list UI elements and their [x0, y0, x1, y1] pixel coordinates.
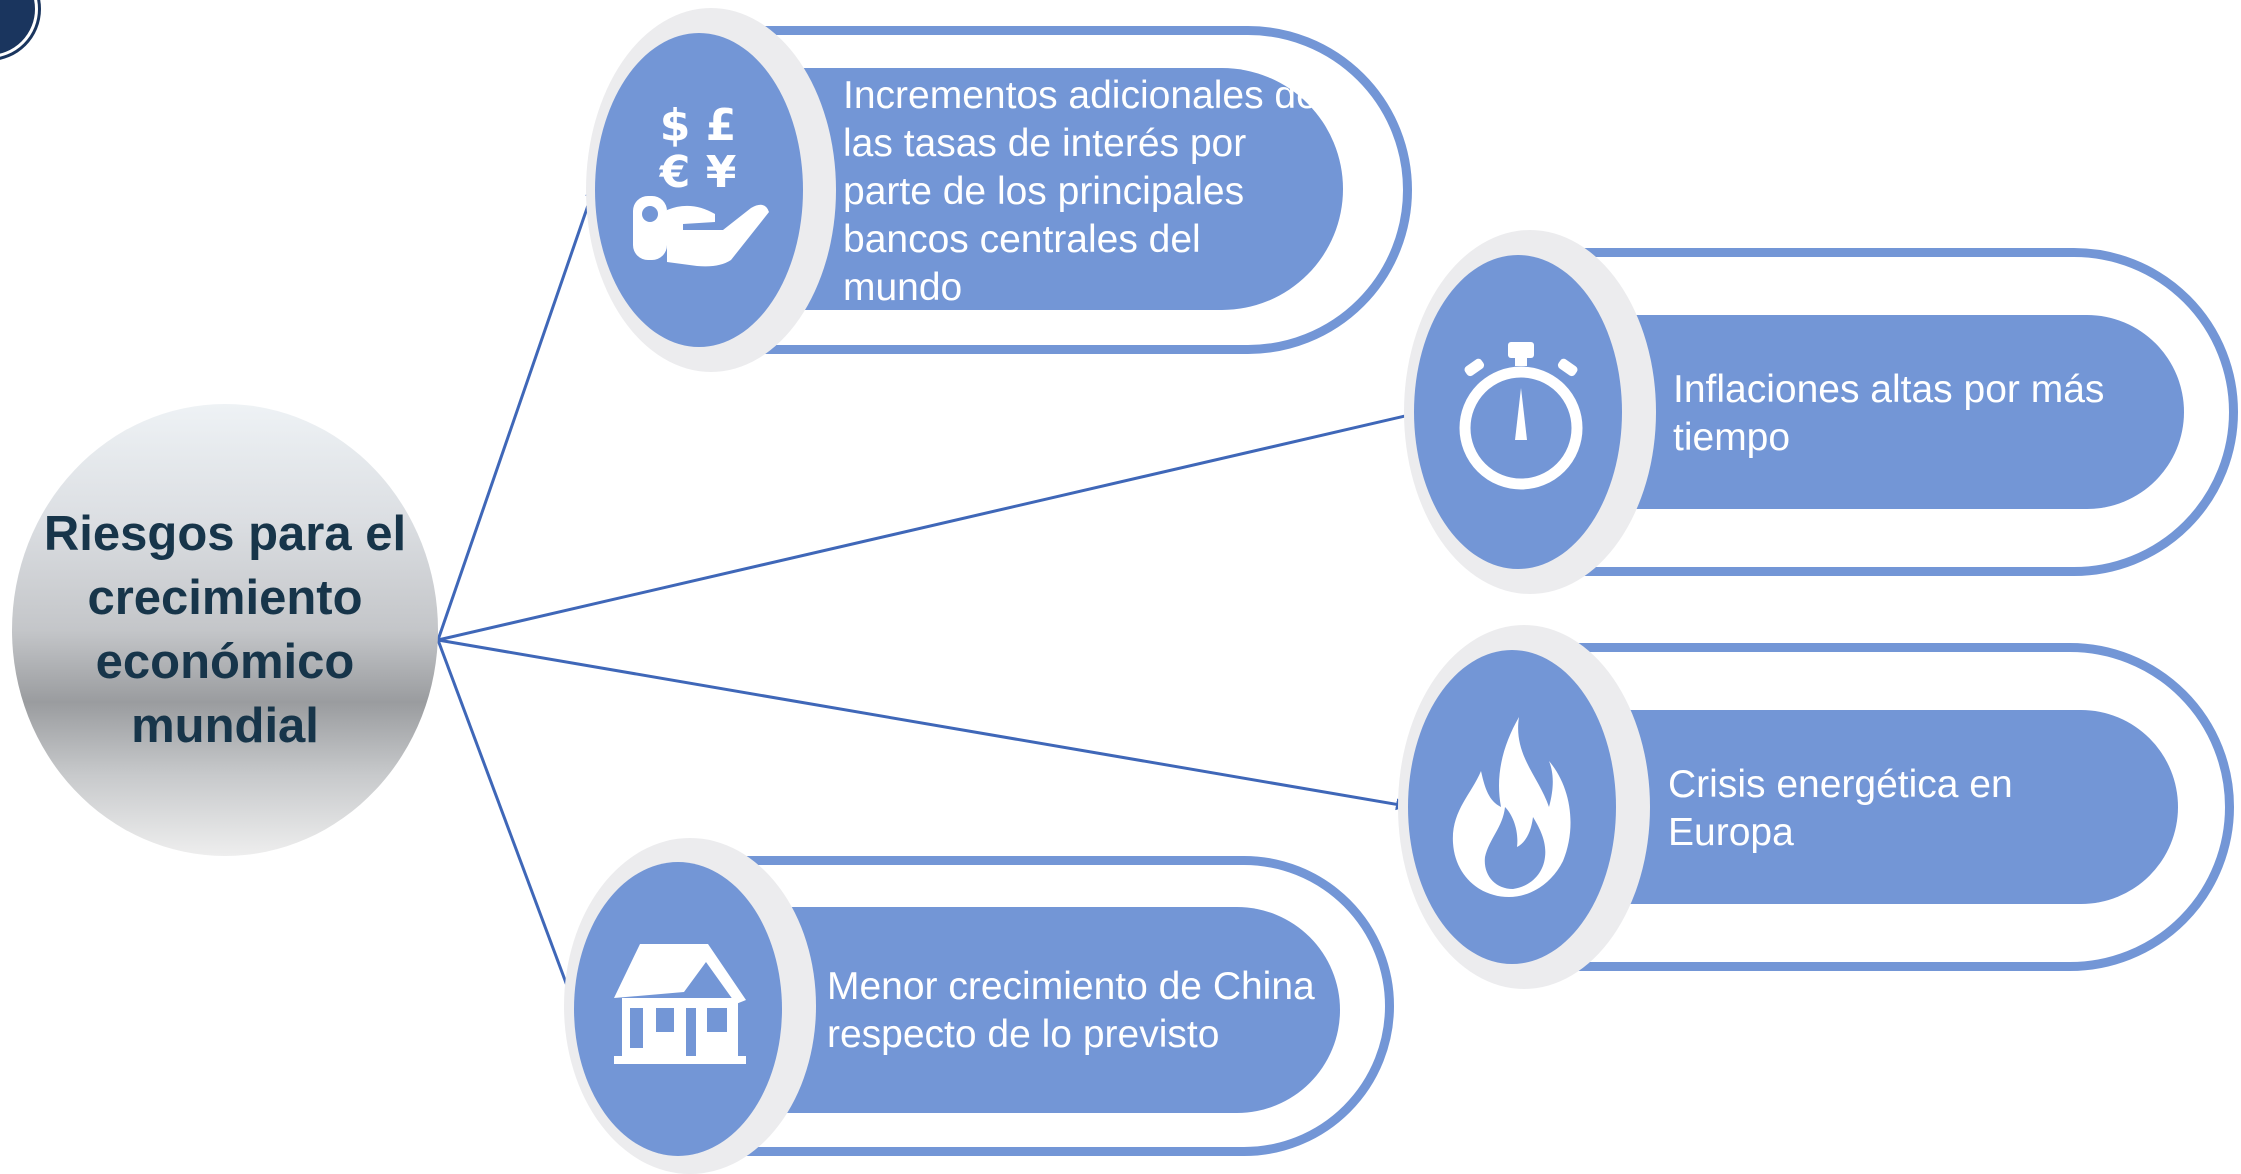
- connector-energy: [437, 638, 1408, 811]
- card-pill: [1616, 710, 2178, 904]
- yen-symbol: ¥: [706, 147, 737, 198]
- risk-text-inflation: Inflaciones altas por más tiempo: [1673, 368, 2105, 459]
- pound-symbol: £: [706, 100, 737, 151]
- badge: [595, 33, 803, 347]
- card-pill: [1620, 315, 2184, 509]
- house-icon: [610, 942, 750, 1066]
- risk-text-rates: Incrementos adicionales de las tasas de …: [843, 74, 1318, 309]
- connector-rates: [436, 186, 597, 641]
- stopwatch-icon: [1456, 340, 1586, 490]
- euro-symbol: €: [659, 147, 691, 198]
- hub-circle: Riesgos para el crecimiento económico mu…: [12, 404, 438, 856]
- flame-icon: [1449, 715, 1575, 899]
- connector-inflation: [437, 409, 1420, 642]
- risk-text-energy: Crisis energética en Europa: [1668, 763, 2013, 854]
- dollar-symbol: $: [660, 100, 691, 151]
- badge: [1414, 255, 1622, 569]
- card-pill: [790, 68, 1343, 310]
- hub-label: Riesgos para el crecimiento económico mu…: [43, 507, 407, 753]
- connector-china: [436, 639, 578, 1009]
- currency-hand-icon: $ £ € ¥: [627, 92, 773, 268]
- risk-text-china: Menor crecimiento de China respecto de l…: [827, 965, 1315, 1056]
- card-pill: [772, 907, 1340, 1113]
